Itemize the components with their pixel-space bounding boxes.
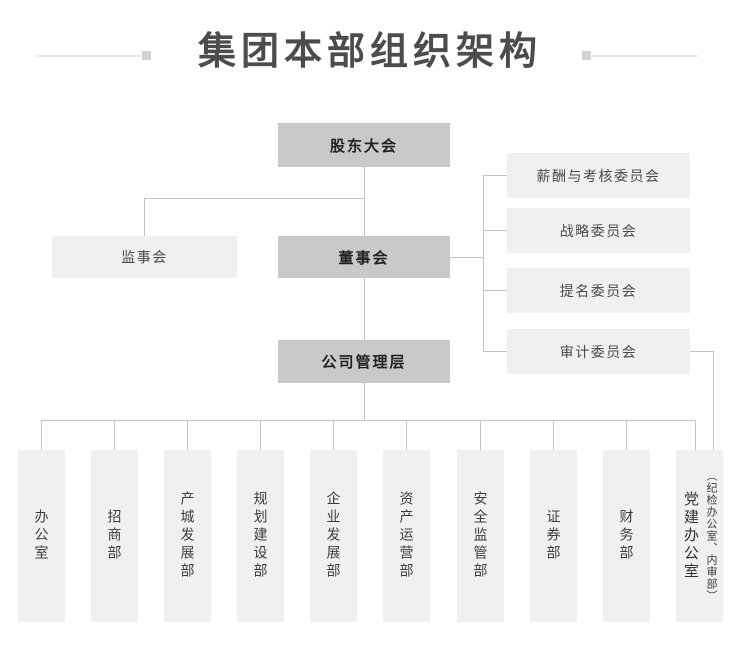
dept-label: 证券部 [545, 509, 562, 563]
line-supervisory-branch [144, 198, 364, 199]
line-committee-stub-3 [483, 290, 507, 291]
line-dept-drop-3 [187, 420, 188, 450]
dept-label: 企业发展部 [325, 491, 342, 581]
dept-label: 招商部 [106, 509, 123, 563]
line-department-rail [41, 420, 696, 421]
node-label: 监事会 [121, 249, 168, 265]
dept-label: 办公室 [33, 509, 50, 563]
line-dept-drop-10 [695, 420, 696, 450]
committee-compensation-assessment: 薪酬与考核委员会 [507, 153, 690, 198]
line-management-to-rail [364, 383, 365, 420]
line-supervisory-drop [144, 198, 145, 236]
node-board-of-directors: 董事会 [278, 236, 450, 278]
committee-label: 薪酬与考核委员会 [536, 167, 661, 184]
dept-label: 安全监管部 [472, 491, 489, 581]
dept-label: 资产运营部 [398, 491, 415, 581]
node-shareholders-meeting: 股东大会 [278, 123, 450, 167]
dept-label: 产城发展部 [179, 491, 196, 581]
line-dept-drop-8 [553, 420, 554, 450]
line-committee-stub-2 [483, 230, 507, 231]
committee-label: 战略委员会 [559, 222, 638, 239]
line-dept-drop-9 [626, 420, 627, 450]
dept-finance: 财务部 [603, 450, 650, 622]
page-title: 集团本部组织架构 [197, 31, 542, 73]
committee-nomination: 提名委员会 [507, 268, 690, 313]
node-supervisory-board: 监事会 [52, 236, 237, 278]
line-committee-stub-1 [483, 175, 507, 176]
dept-safety-supervision: 安全监管部 [457, 450, 504, 622]
dept-industry-city-development: 产城发展部 [164, 450, 211, 622]
dept-securities: 证券部 [530, 450, 577, 622]
line-shareholders-to-board [364, 167, 365, 236]
line-committee-stub-4 [483, 351, 507, 352]
node-company-management: 公司管理层 [278, 340, 450, 383]
committee-label: 提名委员会 [559, 282, 638, 299]
line-dept-drop-4 [260, 420, 261, 450]
dept-label: 规划建设部 [252, 491, 269, 581]
line-committee-spine [483, 175, 484, 352]
committee-label: 审计委员会 [559, 343, 638, 360]
dept-enterprise-development: 企业发展部 [310, 450, 357, 622]
line-audit-out [690, 351, 713, 352]
line-board-to-management [364, 278, 365, 340]
line-dept-drop-1 [41, 420, 42, 450]
title-decor-line-left [37, 55, 143, 57]
node-label: 股东大会 [329, 137, 398, 155]
line-audit-to-party-office [713, 351, 714, 450]
dept-party-building-office: 党建办公室 （纪检办公室、内审部） [676, 450, 723, 622]
dept-asset-operation: 资产运营部 [383, 450, 430, 622]
dept-sublabel: （纪检办公室、内审部） [705, 470, 717, 602]
line-dept-drop-5 [333, 420, 334, 450]
line-dept-drop-7 [480, 420, 481, 450]
committee-audit: 审计委员会 [507, 329, 690, 374]
node-label: 董事会 [338, 249, 390, 267]
dept-planning-construction: 规划建设部 [237, 450, 284, 622]
committee-strategy: 战略委员会 [507, 208, 690, 253]
line-dept-drop-2 [114, 420, 115, 450]
dept-label: 党建办公室 [682, 491, 699, 581]
dept-investment-promotion: 招商部 [91, 450, 138, 622]
dept-label: 财务部 [618, 509, 635, 563]
line-dept-drop-6 [406, 420, 407, 450]
line-board-to-committee-spine [450, 257, 483, 258]
title-decor-square-left [142, 51, 151, 60]
title-decor-square-right [582, 51, 591, 60]
node-label: 公司管理层 [321, 354, 407, 371]
dept-office: 办公室 [18, 450, 65, 622]
title-decor-line-right [590, 55, 697, 57]
